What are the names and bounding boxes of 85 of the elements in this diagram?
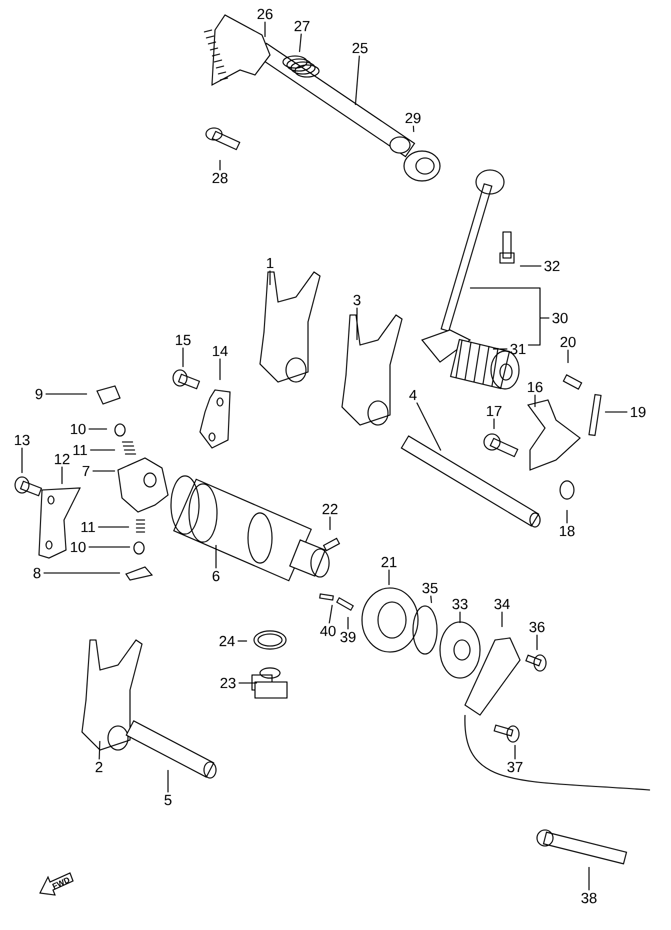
leader-line	[520, 265, 542, 267]
callout-number: 38	[581, 892, 596, 904]
callout-number: 3	[354, 294, 360, 306]
callout-number: 10	[70, 424, 86, 434]
callout-number: 11	[82, 522, 95, 532]
leader-line	[416, 402, 442, 451]
callout-number: 5	[164, 794, 172, 806]
callout-number: 22	[322, 504, 338, 514]
callout-number: 18	[560, 526, 574, 536]
leader-line	[493, 418, 495, 429]
direction-label: FWD	[52, 878, 70, 890]
leader-line	[412, 126, 414, 132]
leader-line	[182, 348, 184, 367]
leader-line	[347, 617, 349, 630]
leader-line	[298, 34, 302, 52]
callout-number: 25	[352, 42, 368, 54]
callout-number: 29	[406, 112, 420, 124]
leader-line	[219, 160, 221, 170]
leader-line	[238, 682, 257, 684]
callout-number: 16	[528, 382, 542, 392]
leader-line	[329, 516, 331, 530]
callout-number: 33	[452, 598, 468, 610]
callout-number: 17	[486, 406, 502, 416]
leader-line	[567, 350, 569, 363]
leader-line	[356, 308, 358, 340]
callout-number: 12	[54, 454, 70, 464]
leader-line	[61, 466, 63, 484]
leader-line	[354, 56, 360, 106]
callout-number: 13	[14, 434, 30, 446]
leader-line	[269, 270, 271, 285]
leader-line	[98, 526, 129, 528]
callout-number: 11	[74, 444, 87, 456]
leader-line	[264, 22, 266, 37]
callout-number: 14	[212, 346, 228, 356]
leader-line	[536, 634, 538, 650]
leader-line	[388, 570, 390, 585]
leader-line	[167, 770, 169, 792]
callout-number: 37	[507, 762, 522, 772]
callout-number: 32	[544, 260, 560, 272]
callout-number: 6	[212, 570, 220, 582]
leader-line	[514, 745, 516, 760]
leader-line	[88, 428, 107, 430]
leader-line	[430, 596, 432, 604]
leader-line	[238, 640, 247, 642]
leader-line	[21, 448, 23, 473]
leader-line	[605, 411, 628, 413]
callout-number: 20	[560, 336, 576, 348]
leader-line	[90, 449, 115, 451]
leader-line	[534, 394, 536, 407]
callout-number: 31	[510, 344, 526, 354]
leader-line	[92, 470, 115, 472]
callout-number: 15	[176, 334, 191, 346]
leader-line	[588, 867, 590, 890]
callout-number: 40	[320, 626, 336, 636]
leader-line	[46, 393, 87, 395]
leader-line	[219, 358, 221, 380]
callout-number: 34	[494, 598, 510, 610]
leader-line	[215, 545, 217, 568]
leader-line	[493, 348, 508, 350]
callout-number: 35	[422, 582, 438, 594]
callout-number: 7	[82, 466, 90, 476]
callout-number: 36	[529, 622, 544, 632]
callout-number: 9	[36, 388, 42, 400]
callout-number: 23	[220, 678, 236, 688]
leader-line	[459, 612, 461, 623]
callout-number: 28	[212, 172, 228, 184]
callout-number: 27	[294, 20, 310, 32]
leader-line	[98, 740, 100, 760]
callout-number: 19	[630, 406, 646, 418]
callout-number: 2	[96, 762, 102, 772]
leader-line	[501, 612, 503, 627]
callout-number: 39	[340, 632, 356, 642]
leader-line	[469, 287, 550, 346]
callout-number: 4	[409, 390, 417, 400]
callout-number: 1	[267, 258, 274, 268]
callout-number: 24	[220, 636, 235, 646]
callout-number: 10	[70, 542, 86, 552]
callout-number: 30	[552, 312, 568, 324]
leader-line	[88, 546, 130, 548]
callout-number: 26	[258, 8, 272, 20]
leader-line	[44, 572, 120, 574]
leader-line	[566, 510, 568, 524]
callout-number: 21	[382, 556, 396, 568]
callout-number: 8	[34, 568, 40, 578]
leader-line	[328, 604, 333, 624]
